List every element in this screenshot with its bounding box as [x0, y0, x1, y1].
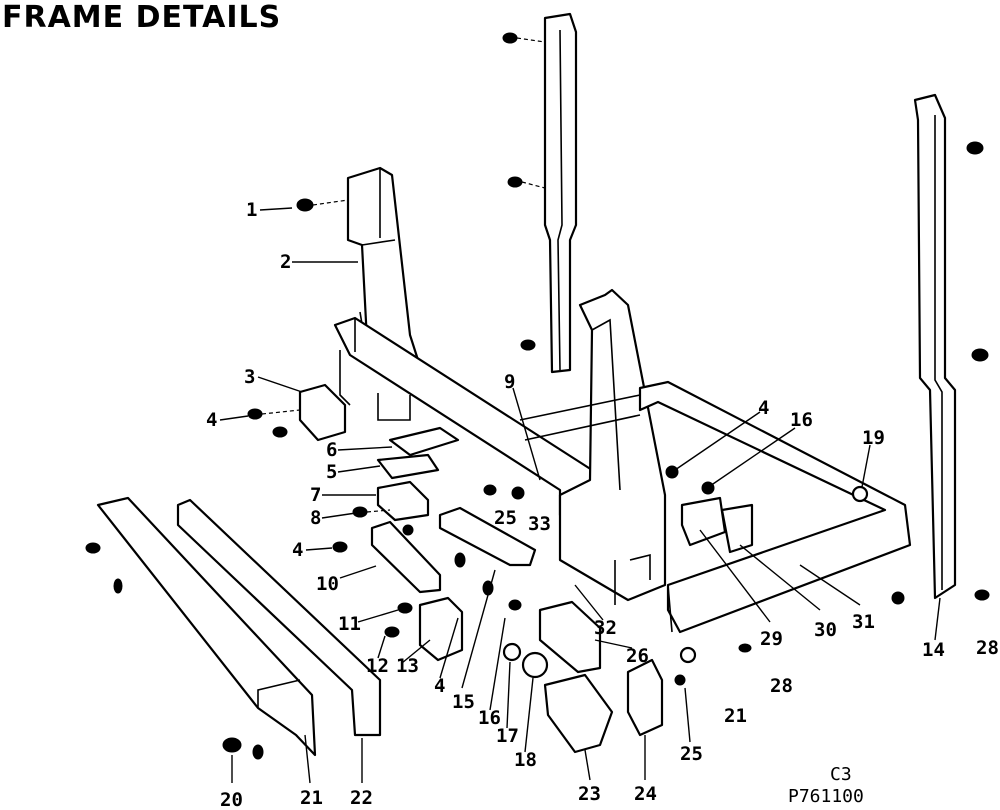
foot-19: [851, 485, 869, 503]
label-4: 4: [206, 409, 217, 431]
drawing-number: P761100: [788, 786, 864, 807]
label-24: 24: [634, 783, 657, 805]
label-25: 25: [494, 507, 517, 529]
bracket-15: [438, 506, 537, 567]
diagram-title: FRAME DETAILS: [2, 0, 282, 35]
bracket-10: [370, 520, 442, 594]
label-31: 31: [852, 611, 875, 633]
leader-lines: [219, 207, 941, 784]
label-4: 4: [434, 675, 445, 697]
label-10: 10: [316, 573, 339, 595]
label-4: 4: [292, 539, 303, 561]
label-4: 4: [758, 397, 769, 419]
figure-code: C3: [830, 764, 852, 785]
label-30: 30: [814, 619, 837, 641]
label-29: 29: [760, 628, 783, 650]
label-3: 3: [244, 366, 255, 388]
label-19: 19: [862, 427, 885, 449]
label-11: 11: [338, 613, 361, 635]
upper-vertical-post: [543, 12, 578, 374]
label-15: 15: [452, 691, 475, 713]
label-28: 28: [976, 637, 999, 659]
bracket-30: [720, 503, 754, 554]
bracket-6: [388, 426, 460, 457]
label-6: 6: [326, 439, 337, 461]
label-33: 33: [528, 513, 551, 535]
bracket-29: [680, 496, 727, 547]
bracket-26: [538, 600, 602, 674]
label-2: 2: [280, 251, 291, 273]
label-7: 7: [310, 484, 321, 506]
bracket-3: [298, 383, 347, 442]
label-21: 21: [300, 787, 323, 809]
label-26: 26: [626, 645, 649, 667]
bracket-7: [376, 480, 430, 522]
label-32: 32: [594, 617, 617, 639]
bracket-24: [626, 658, 664, 737]
bracket-23: [543, 673, 614, 754]
base-frame-right: [519, 380, 912, 634]
label-25: 25: [680, 743, 703, 765]
label-13: 13: [396, 655, 419, 677]
label-12: 12: [366, 655, 389, 677]
label-28: 28: [770, 675, 793, 697]
label-18: 18: [514, 749, 537, 771]
label-17: 17: [496, 725, 519, 747]
foot-27: [679, 646, 697, 664]
bracket-5: [376, 453, 440, 480]
label-22: 22: [350, 787, 373, 809]
knob-18: [521, 651, 549, 679]
part-labels: 1 2 3 4 6 5 7 8 4 10 11 12 13 4 15 16 17…: [206, 199, 999, 810]
label-8: 8: [310, 507, 321, 529]
label-9: 9: [504, 371, 515, 393]
label-20: 20: [220, 789, 243, 810]
label-5: 5: [326, 461, 337, 483]
front-rail-21: [96, 496, 317, 757]
label-14: 14: [922, 639, 945, 661]
label-1: 1: [246, 199, 257, 221]
knob-17: [502, 642, 522, 662]
label-16: 16: [790, 409, 813, 431]
angle-bar-22: [176, 498, 382, 737]
hinge-13: [418, 596, 464, 662]
label-16: 16: [478, 707, 501, 729]
label-21: 21: [724, 705, 747, 727]
center-upright-post: [558, 288, 667, 605]
label-23: 23: [578, 783, 601, 805]
right-vertical-column: [913, 93, 957, 600]
